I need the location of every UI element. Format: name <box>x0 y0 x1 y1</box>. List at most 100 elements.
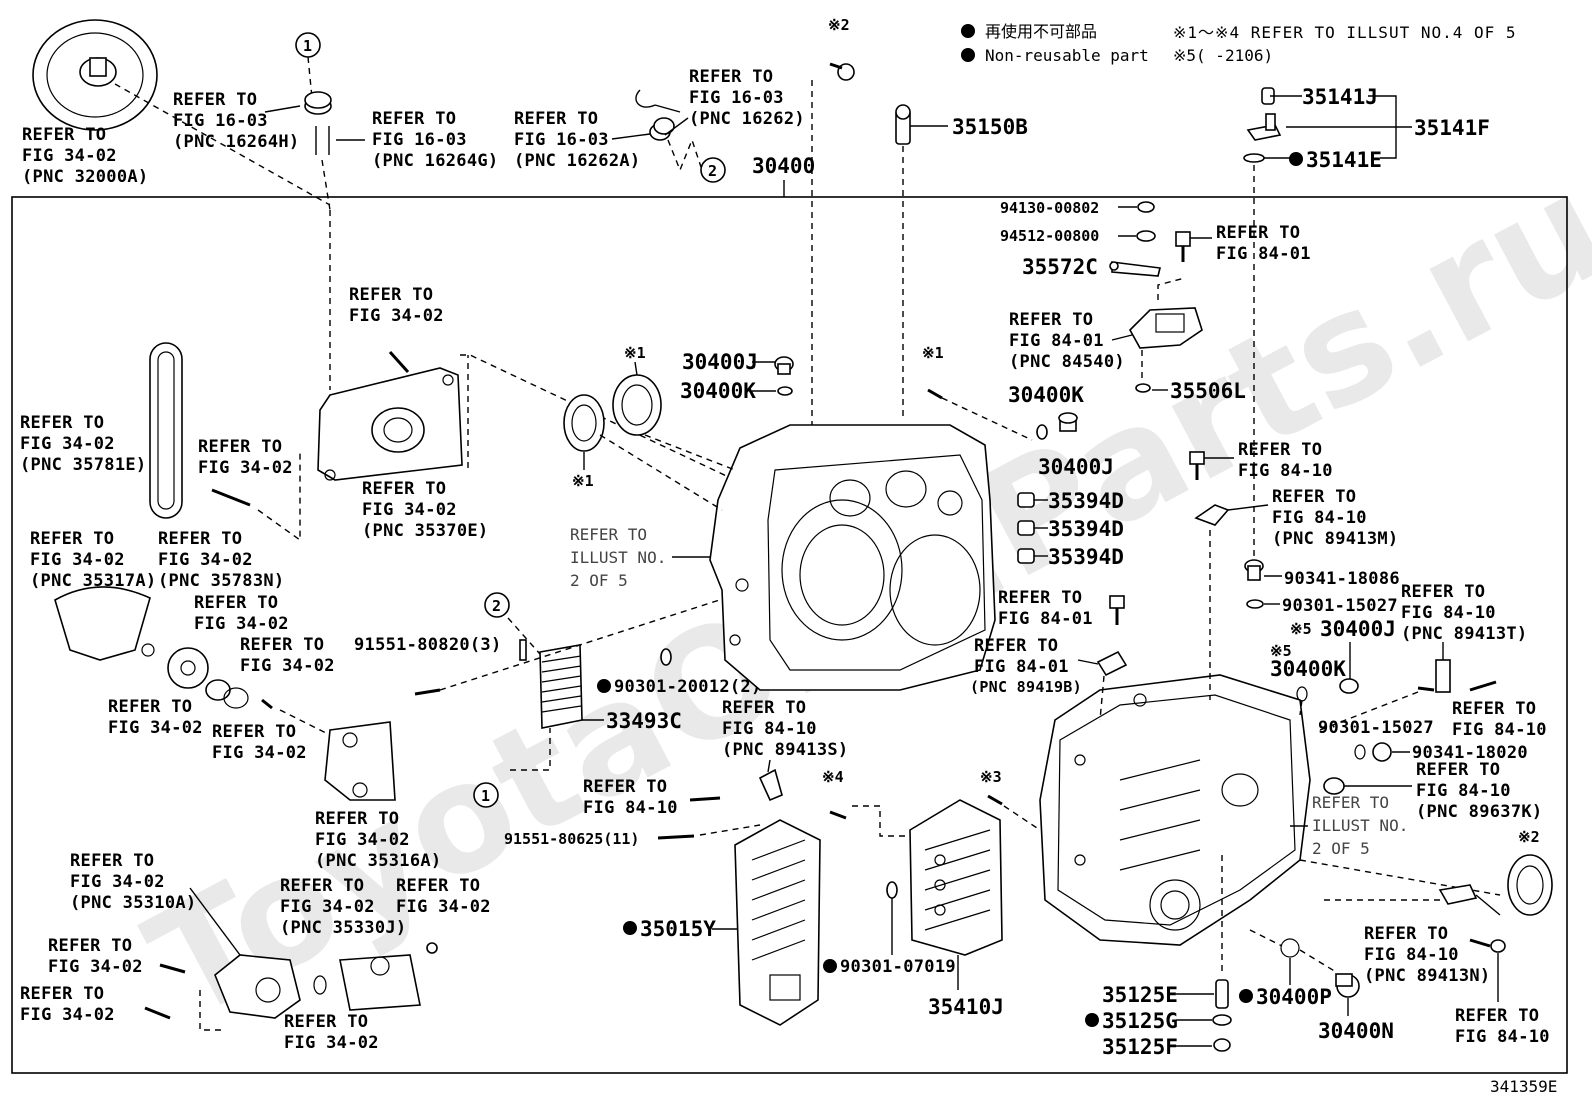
marker-circle-1: 1 <box>295 32 321 99</box>
hose-fitting: 2 <box>611 89 726 183</box>
ref-sprocket: REFER TO FIG 34-02 <box>108 697 203 738</box>
ref-89413T: REFER TO FIG 84-10 (PNC 89413T) <box>1401 582 1527 644</box>
part-30400P: 30400P <box>1256 985 1332 1009</box>
part-35141J: 35141J <box>1302 85 1378 109</box>
oil-pump-cover <box>54 586 273 710</box>
plug-30400J-right <box>1296 678 1359 716</box>
part-90341-18086: 90341-18086 <box>1284 569 1400 589</box>
oil-cooler <box>414 594 736 771</box>
ref-89413N-bolt: REFER TO FIG 84-10 <box>1455 1006 1550 1047</box>
drain-plug-30400J <box>774 356 794 396</box>
part-91551-80820: 91551-80820(3) <box>354 635 502 655</box>
valve-body <box>909 799 1003 990</box>
part-35141F: 35141F <box>1414 116 1490 140</box>
part-35506L: 35506L <box>1170 379 1246 403</box>
ref-35783N: REFER TO FIG 34-02 (PNC 35783N) <box>158 529 284 591</box>
part-35394D-1: 35394D <box>1048 489 1124 513</box>
bullet-icon <box>1085 1013 1099 1027</box>
bullet-icon <box>961 24 975 38</box>
part-35141E: 35141E <box>1306 148 1382 172</box>
washer-nut-icons <box>1118 201 1156 242</box>
ref-89413T-bolt: REFER TO FIG 84-10 <box>1452 699 1547 740</box>
marker-ref-1a: ※1 <box>624 344 646 362</box>
plug-90341-18086 <box>1244 559 1282 609</box>
bolt-icon <box>927 388 1033 441</box>
marker-ref-2: ※2 <box>828 16 850 34</box>
part-91551-80625: 91551-80625(11) <box>504 830 639 848</box>
illustration-number: 341359E <box>1490 1077 1557 1096</box>
o-ring-icon <box>660 648 672 666</box>
ref-strainer-bolt: REFER TO FIG 34-02 <box>396 876 491 917</box>
ref-89413S: REFER TO FIG 84-10 (PNC 89413S) <box>722 698 848 760</box>
ref-illust-2-left: REFER TO ILLUST NO. 2 OF 5 <box>570 525 676 590</box>
part-90301-20012: 90301-20012(2) <box>614 677 762 697</box>
marker-ref-2b: ※2 <box>1518 828 1540 846</box>
part-30400J-a: 30400J <box>682 350 758 374</box>
marker-ref-1c: ※1 <box>922 344 944 362</box>
ref-lower-bolt-1: REFER TO FIG 34-02 <box>48 936 143 977</box>
part-35015Y: 35015Y <box>640 917 716 941</box>
filler-stack-35125 <box>1176 855 1232 1052</box>
solenoid-sensor <box>758 759 783 802</box>
ref-89419B: REFER TO FIG 84-01 (PNC 89419B) <box>970 636 1082 696</box>
marker-ref-4: ※4 <box>822 768 844 786</box>
svg-text:1: 1 <box>303 37 312 55</box>
transaxle-case-right <box>1039 674 1501 946</box>
oil-pump-assy <box>144 887 301 1031</box>
bullet-icon <box>961 48 975 62</box>
drive-chain <box>149 342 183 519</box>
oil-strainer <box>313 942 438 1011</box>
marker-circle-1b-label: 1 <box>481 787 490 805</box>
part-35572C: 35572C <box>1022 255 1098 279</box>
ref-89413M-bolt: REFER TO FIG 84-10 <box>1238 440 1333 481</box>
part-94130-00802: 94130-00802 <box>1000 199 1099 217</box>
ref-illust-2-right: REFER TO ILLUST NO. 2 OF 5 <box>1312 793 1418 858</box>
ref-16264H: REFER TO FIG 16-03 (PNC 16264H) <box>173 90 299 152</box>
legend-en: Non-reusable part <box>985 46 1149 65</box>
o-ring-icon <box>1354 744 1366 760</box>
sensor-89419B <box>1077 595 1128 721</box>
marker-circle-2b <box>484 592 510 618</box>
solenoid-89413M <box>1189 451 1269 700</box>
part-35125F: 35125F <box>1102 1035 1178 1059</box>
ref-35310A: REFER TO FIG 34-02 (PNC 35310A) <box>70 851 196 913</box>
ref-pump-bolt: REFER TO FIG 34-02 <box>240 635 335 676</box>
part-30400N: 30400N <box>1318 1019 1394 1043</box>
ref-89413N: REFER TO FIG 84-10 (PNC 89413N) <box>1364 924 1490 986</box>
sensor-89637K <box>1323 777 1412 795</box>
drain-plug-30400N <box>1249 929 1360 998</box>
ref-35317A: REFER TO FIG 34-02 (PNC 35317A) <box>30 529 156 591</box>
part-90301-07019: 90301-07019 <box>840 957 956 977</box>
oil-seal-right <box>1507 854 1553 916</box>
o-ring-icon <box>886 881 898 899</box>
plug-icon <box>1372 742 1392 762</box>
legend-ref-2: ※5( -2106) <box>1173 46 1273 65</box>
ref-16262A: REFER TO FIG 16-03 (PNC 16262A) <box>514 109 640 171</box>
torque-converter <box>32 19 331 206</box>
plug-icon <box>1058 412 1078 432</box>
ref-35370E: REFER TO FIG 34-02 (PNC 35370E) <box>362 479 488 541</box>
ref-35316A: REFER TO FIG 34-02 (PNC 35316A) <box>315 809 441 871</box>
marker-ref-5a: ※5 <box>1290 620 1312 638</box>
bullet-icon <box>623 921 637 935</box>
part-30400K-c: 30400K <box>1270 657 1346 681</box>
part-30400J-c: 30400J <box>1320 617 1396 641</box>
speed-sensor <box>895 104 948 420</box>
part-35394D-3: 35394D <box>1048 545 1124 569</box>
neutral-start-switch <box>1111 307 1203 378</box>
part-35394D-2: 35394D <box>1048 517 1124 541</box>
marker-ref-5b: ※5 <box>1270 642 1292 660</box>
ref-strainer-gasket: REFER TO FIG 34-02 <box>284 1012 379 1053</box>
marker-circle-1b <box>473 782 499 808</box>
ref-35330J: REFER TO FIG 34-02 (PNC 35330J) <box>280 876 406 938</box>
o-ring-icon <box>1135 383 1151 393</box>
marker-ref-1b: ※1 <box>572 472 594 490</box>
bullet-icon <box>597 679 611 693</box>
o-ring-icon <box>1036 424 1048 440</box>
ref-oil-seal: REFER TO FIG 34-02 <box>194 593 289 634</box>
ref-84540: REFER TO FIG 84-01 (PNC 84540) <box>1009 310 1125 372</box>
hose-clamp <box>264 91 365 211</box>
part-30400K-b: 30400K <box>1008 383 1084 407</box>
bolt-icon <box>811 62 855 430</box>
